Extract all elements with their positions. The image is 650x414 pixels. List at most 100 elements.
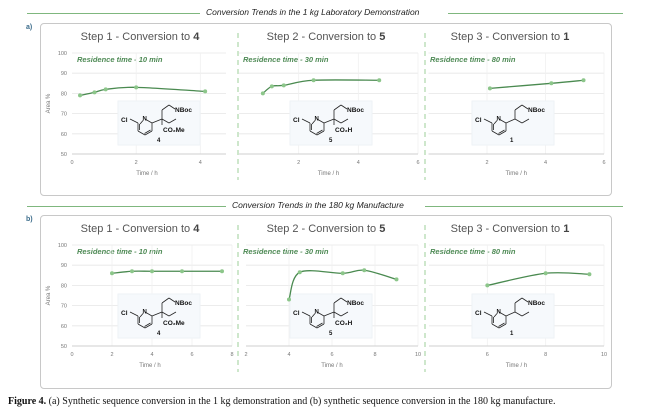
bond: [161, 297, 170, 304]
bond: [505, 311, 516, 317]
y-tick-label: 100: [58, 243, 67, 249]
y-tick-label: 90: [61, 71, 67, 77]
x-tick-label: 4: [544, 160, 547, 166]
data-point: [377, 78, 382, 83]
bond: [340, 297, 348, 303]
x-tick-label: 0: [70, 352, 73, 358]
molecule-box: [117, 293, 201, 339]
compound-number: 5: [379, 31, 386, 43]
pyridine-nitrogen-label: N: [143, 310, 147, 316]
y-tick-label: 60: [61, 324, 67, 330]
y-tick-label: 70: [61, 304, 67, 310]
chart-title: Step 1 - Conversion to 4: [81, 223, 200, 235]
bond: [144, 129, 151, 134]
data-point: [134, 85, 139, 90]
y-tick-label: 90: [61, 263, 67, 269]
bond: [144, 323, 153, 329]
x-tick-label: 4: [199, 160, 202, 166]
bond: [340, 104, 348, 110]
chlorine-label: Cl: [475, 117, 482, 124]
data-point: [587, 272, 592, 277]
compound-label: 1: [510, 331, 514, 337]
header-rule-right: [425, 206, 623, 207]
residence-time-label: Residence time - 80 min: [430, 55, 516, 64]
figure-caption: Figure 4. (a) Synthetic sequence convers…: [8, 396, 555, 407]
section-b-label: b): [26, 216, 33, 223]
bond: [340, 311, 349, 317]
series-line: [111, 270, 222, 274]
bond: [161, 104, 170, 111]
bond: [340, 118, 349, 124]
residence-time-label: Residence time - 30 min: [243, 247, 329, 256]
pyridine-nitrogen-label: N: [143, 117, 147, 123]
data-point: [220, 269, 224, 274]
y-tick-label: 100: [58, 51, 67, 57]
data-point: [103, 87, 108, 92]
bond: [491, 130, 500, 136]
series-line: [487, 272, 590, 287]
bond: [168, 297, 176, 303]
x-tick-label: 2: [297, 160, 300, 166]
bond: [144, 311, 153, 317]
bond: [521, 311, 530, 317]
x-tick-label: 4: [287, 352, 290, 358]
x-tick-label: 6: [416, 160, 419, 166]
bond: [311, 120, 316, 125]
bond: [161, 311, 170, 317]
residence-time-label: Residence time - 80 min: [430, 247, 516, 256]
bond: [309, 323, 318, 329]
panel-a: [40, 23, 612, 196]
bond: [514, 118, 523, 124]
compound-number: 4: [193, 31, 200, 43]
molecule-box: [289, 100, 373, 146]
molecule-box: [471, 293, 555, 339]
y-axis-label: Area %: [46, 93, 52, 113]
series-line: [262, 79, 380, 94]
pyridine-nitrogen-label: N: [315, 117, 319, 123]
bond: [323, 311, 335, 317]
chart-title: Step 1 - Conversion to 4: [81, 31, 200, 43]
bond: [144, 130, 153, 136]
x-axis-label: Time / h: [506, 171, 527, 177]
bond: [333, 104, 342, 111]
chart-title-text: Step 1 - Conversion to: [80, 31, 194, 43]
section-a-header: Conversion Trends in the 1 kg Laboratory…: [206, 7, 420, 17]
chart-title-text: Step 3 - Conversion to: [450, 31, 564, 43]
compound-number: 1: [563, 223, 570, 235]
bond: [316, 323, 325, 329]
header-rule-left: [27, 206, 226, 207]
x-tick-label: 2: [244, 352, 247, 358]
bond: [311, 313, 316, 318]
compound-number: 4: [193, 223, 200, 235]
chart-title-text: Step 1 - Conversion to: [80, 223, 194, 235]
nboc-label: NBoc: [528, 107, 545, 114]
section-b-header: Conversion Trends in the 180 kg Manufact…: [232, 200, 404, 210]
x-tick-label: 2: [135, 160, 138, 166]
x-tick-label: 8: [373, 352, 376, 358]
data-point: [180, 269, 184, 274]
compound-number: 5: [379, 223, 386, 235]
compound-label: 5: [329, 331, 333, 337]
nboc-label: NBoc: [347, 300, 364, 307]
bond: [333, 297, 342, 304]
y-tick-label: 50: [61, 344, 67, 350]
series-line: [489, 79, 584, 89]
x-axis-label: Time / h: [318, 171, 339, 177]
x-tick-label: 8: [230, 352, 233, 358]
pyridine-nitrogen-label: N: [315, 310, 319, 316]
data-point: [581, 78, 586, 83]
bond: [139, 313, 144, 318]
substituent-label: CO₂Me: [163, 320, 185, 327]
x-tick-label: 0: [70, 160, 73, 166]
bond: [514, 297, 523, 304]
chlorine-label: Cl: [475, 310, 482, 317]
data-point: [203, 89, 208, 94]
bond: [514, 104, 523, 111]
y-tick-label: 70: [61, 112, 67, 118]
residence-time-label: Residence time - 30 min: [243, 55, 329, 64]
chart-title: Step 3 - Conversion to 1: [451, 223, 570, 235]
